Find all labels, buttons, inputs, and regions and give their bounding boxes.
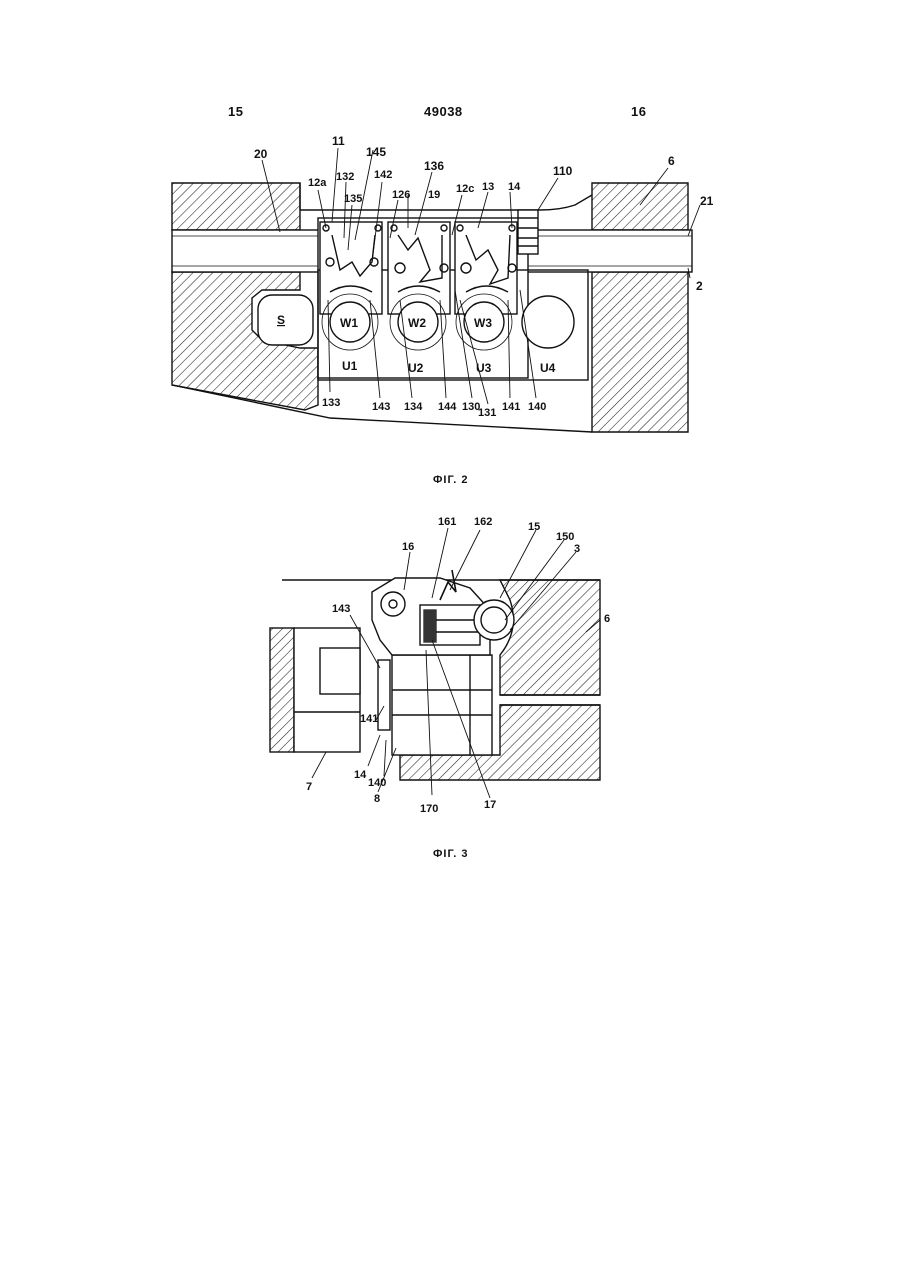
label-134: 134 (404, 401, 423, 413)
label-13: 13 (482, 181, 494, 193)
fig3-label-170: 170 (420, 803, 438, 815)
label-144: 144 (438, 401, 457, 413)
fig3-label-14: 14 (354, 769, 367, 781)
label-126: 126 (392, 189, 410, 201)
label-s: S (277, 313, 285, 327)
label-110: 110 (553, 164, 573, 178)
label-133: 133 (322, 397, 340, 409)
label-141: 141 (502, 401, 520, 413)
fig3-label-17: 17 (484, 799, 496, 811)
label-12a: 12a (308, 177, 327, 189)
label-135: 135 (344, 193, 362, 205)
clamp-module-2 (388, 222, 450, 314)
label-140: 140 (528, 401, 546, 413)
housing-right-lower (592, 272, 688, 432)
fig3-label-150: 150 (556, 531, 574, 543)
label-12c: 12c (456, 183, 474, 195)
figure-2: 20 11 145 136 110 6 21 12a 132 142 135 1… (172, 134, 714, 432)
fig3-label-162: 162 (474, 516, 492, 528)
fig3-label-8: 8 (374, 793, 380, 805)
label-w1: W1 (340, 316, 358, 330)
fig3-label-143: 143 (332, 603, 350, 615)
fig3-label-15: 15 (528, 521, 540, 533)
slot-s (258, 295, 313, 345)
fig3-block-8 (392, 655, 492, 755)
label-w2: W2 (408, 316, 426, 330)
label-20: 20 (254, 147, 268, 161)
label-145: 145 (366, 145, 386, 159)
fig3-pivot-3 (474, 600, 514, 640)
label-w3: W3 (474, 316, 492, 330)
label-u1: U1 (342, 359, 358, 373)
fig3-label-161: 161 (438, 516, 456, 528)
clamp-module-1 (320, 222, 382, 314)
figure-3-caption: ФIГ. 3 (433, 848, 469, 860)
label-143: 143 (372, 401, 390, 413)
label-132: 132 (336, 171, 354, 183)
label-131: 131 (478, 407, 496, 419)
label-u4: U4 (540, 361, 556, 375)
fig3-label-140: 140 (368, 777, 386, 789)
tool-u4 (522, 296, 574, 348)
fig3-label-141: 141 (360, 713, 378, 725)
fig3-housing-right (500, 580, 600, 695)
figure-2-caption: ФIГ. 2 (433, 474, 469, 486)
housing-right (592, 183, 688, 230)
housing-left (172, 183, 300, 230)
label-142: 142 (374, 169, 392, 181)
label-19: 19 (428, 189, 440, 201)
label-u3: U3 (476, 361, 492, 375)
fig3-label-3: 3 (574, 543, 580, 555)
label-2: 2 (696, 279, 703, 293)
label-6: 6 (668, 154, 675, 168)
fig3-label-6: 6 (604, 613, 610, 625)
label-21: 21 (700, 194, 714, 208)
connector-110 (518, 210, 538, 254)
fig3-housing-left (270, 628, 294, 752)
label-11: 11 (332, 134, 345, 148)
label-u2: U2 (408, 361, 424, 375)
label-136: 136 (424, 159, 444, 173)
fig3-label-16: 16 (402, 541, 414, 553)
fig3-label-7: 7 (306, 781, 312, 793)
figure-3: 161 162 15 150 16 3 143 6 141 14 140 7 8… (270, 516, 610, 815)
label-14: 14 (508, 181, 521, 193)
